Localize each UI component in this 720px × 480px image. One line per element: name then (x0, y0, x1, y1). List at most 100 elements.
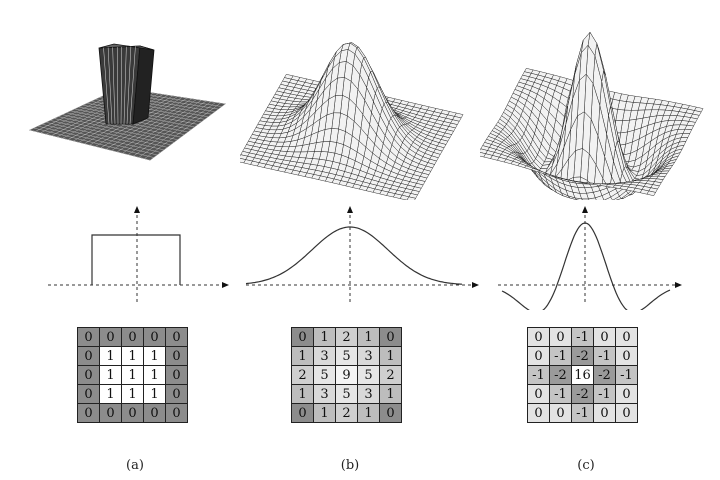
kernel-cell: 0 (291, 327, 314, 347)
kernel-cell: 0 (615, 403, 638, 423)
kernel-cell: 2 (379, 365, 402, 385)
kernel-cell: 3 (357, 384, 380, 404)
grid-line (103, 47, 110, 125)
kernel-cell: 0 (527, 403, 550, 423)
kernel-cell: 0 (527, 346, 550, 366)
y-axis-arrow-icon (134, 206, 140, 213)
kernel-cell: 16 (571, 365, 594, 385)
kernel-cell: 2 (335, 327, 358, 347)
kernel-cell: 0 (379, 327, 402, 347)
box-surface-plot (29, 43, 226, 161)
kernel-cell: 0 (527, 327, 550, 347)
kernel-cell: -1 (615, 365, 638, 385)
kernel-cell: 0 (99, 327, 122, 347)
grid-line (117, 99, 197, 152)
log-surface (480, 31, 704, 200)
kernel-cell: -1 (571, 327, 594, 347)
kernel-cell: 1 (313, 403, 336, 423)
kernel-cell: 5 (335, 346, 358, 366)
kernel-cell: -2 (571, 384, 594, 404)
kernel-cell: 0 (165, 403, 188, 423)
kernel-cell: 0 (165, 327, 188, 347)
kernel-cell: -1 (571, 403, 594, 423)
kernel-cell: 1 (143, 346, 166, 366)
grid-line (138, 102, 216, 158)
kernel-cell: -2 (549, 365, 572, 385)
kernel-cell: 1 (357, 327, 380, 347)
kernel-cell: -1 (593, 346, 616, 366)
kernel-cell: 1 (379, 346, 402, 366)
box-profile-plot (48, 206, 229, 302)
kernel-cell: 0 (615, 327, 638, 347)
x-axis-arrow-icon (472, 282, 479, 288)
kernel-cell: -1 (593, 384, 616, 404)
y-axis-arrow-icon (347, 206, 353, 213)
kernel-cell: 1 (99, 384, 122, 404)
kernel-cell: 0 (615, 346, 638, 366)
kernel-cell: 2 (291, 365, 314, 385)
gaussian-profile-plot (245, 206, 479, 302)
kernel-cell: 3 (313, 346, 336, 366)
box-profile-curve (91, 234, 181, 285)
kernel-cell: 0 (77, 384, 100, 404)
grid-line (123, 46, 127, 125)
kernel-cell: 1 (357, 403, 380, 423)
grid-line (144, 103, 221, 159)
grid-line (111, 98, 192, 151)
kernel-cell: 0 (143, 403, 166, 423)
grid-line (128, 100, 207, 155)
caption-c: (c) (577, 458, 595, 473)
caption-a: (a) (126, 458, 144, 473)
kernel-cell: 1 (121, 365, 144, 385)
kernel-cell: 0 (549, 403, 572, 423)
kernel-cell: 0 (165, 365, 188, 385)
kernel-cell: 1 (121, 346, 144, 366)
grid-line (100, 97, 183, 148)
grid-line (107, 47, 113, 125)
kernel-cell: 0 (549, 327, 572, 347)
kernel-cell: 0 (99, 403, 122, 423)
kernel-cell: -2 (571, 346, 594, 366)
kernel-cell: 0 (77, 365, 100, 385)
kernel-cell: 1 (313, 327, 336, 347)
kernel-cell: 0 (615, 384, 638, 404)
gaussian-surface (240, 42, 464, 200)
kernel-cell: -1 (549, 346, 572, 366)
grid-line (112, 47, 116, 125)
kernel-cell: 0 (593, 327, 616, 347)
surface-facet (480, 152, 486, 158)
x-axis-arrow-icon (675, 282, 682, 288)
x-axis-arrow-icon (222, 282, 229, 288)
kernel-cell: 1 (291, 384, 314, 404)
kernel-cell: 0 (379, 403, 402, 423)
kernel-cell: 5 (313, 365, 336, 385)
grid-line (149, 103, 226, 161)
log-profile-curve (501, 222, 671, 310)
kernel-cell: 0 (77, 346, 100, 366)
kernel-cell: 5 (335, 384, 358, 404)
kernel-cell: 0 (165, 384, 188, 404)
kernel-cell: 0 (593, 403, 616, 423)
gaussian-profile-curve (245, 226, 463, 285)
grid-line (129, 46, 136, 125)
kernel-cell: 2 (335, 403, 358, 423)
kernel-cell: 0 (527, 384, 550, 404)
kernel-cell: 3 (357, 346, 380, 366)
log-surface-plot (480, 31, 704, 200)
box-surface-column (98, 43, 155, 125)
gaussian-surface-plot (240, 42, 464, 200)
kernel-cell: -1 (549, 384, 572, 404)
kernel-cell: 0 (291, 403, 314, 423)
